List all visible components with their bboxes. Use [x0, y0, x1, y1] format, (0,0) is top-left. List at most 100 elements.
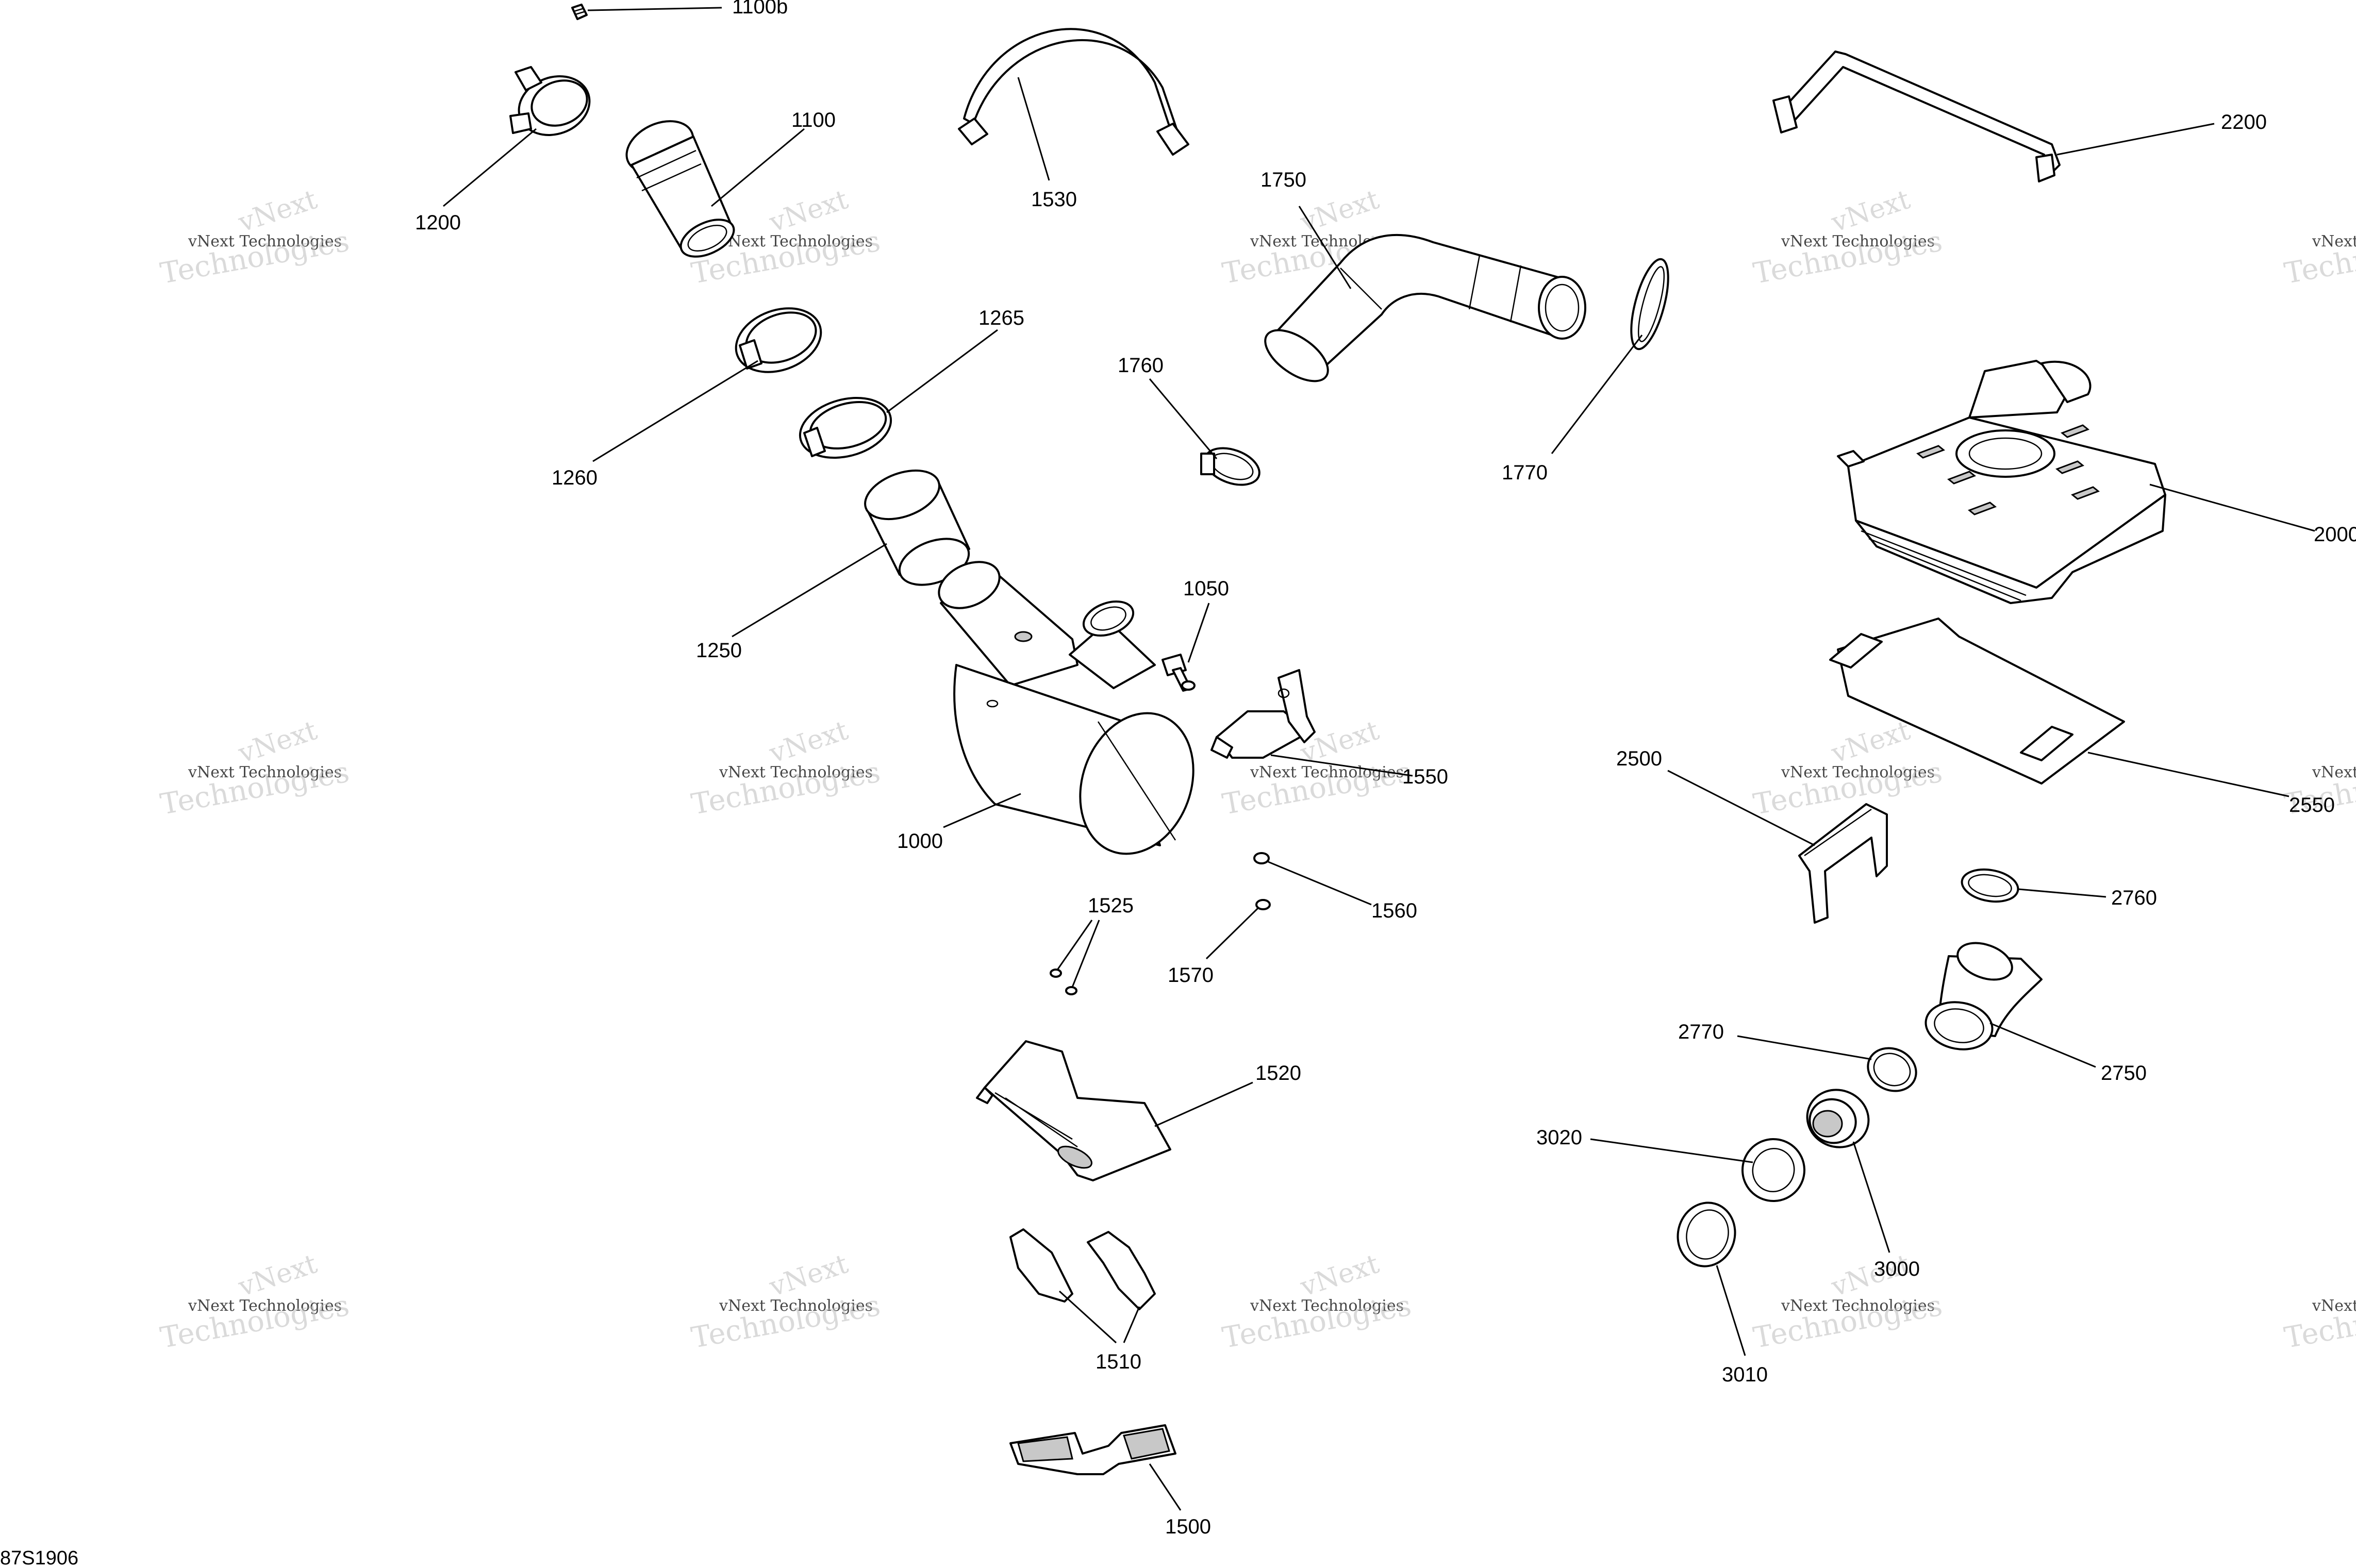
leader-1500	[1149, 1463, 1182, 1511]
leader-1265	[886, 329, 998, 413]
label-1530: 1530	[1031, 188, 1077, 211]
part-1750-bent-pipe	[1264, 233, 1586, 382]
leader-1510-a	[1058, 1290, 1117, 1344]
watermark-line1: vNext Technologies	[719, 1297, 873, 1315]
label-1265: 1265	[978, 307, 1024, 329]
label-1550: 1550	[1402, 765, 1448, 788]
watermark-stamp: vNext	[1828, 715, 1914, 770]
watermark-line1: vNext Technologies	[1781, 1297, 1935, 1315]
part-2550-heat-shield	[1829, 618, 2125, 785]
part-1265-clamp	[799, 396, 892, 459]
part-3020-ring	[1741, 1138, 1805, 1202]
watermark-line1: vNext Technologies	[188, 763, 342, 781]
label-1260: 1260	[552, 466, 598, 489]
diagram-code: 87S1906	[0, 1547, 78, 1568]
watermark-stamp: vNext	[235, 1248, 321, 1303]
leader-1570	[1205, 907, 1259, 960]
label-1520: 1520	[1255, 1062, 1301, 1085]
label-1500: 1500	[1165, 1515, 1211, 1538]
leader-2750	[1989, 1022, 2096, 1068]
part-2000-muffler-box	[1837, 360, 2166, 604]
watermark-stamp: vNext	[1297, 1248, 1383, 1303]
label-1510: 1510	[1096, 1350, 1141, 1373]
leader-1200	[443, 128, 537, 207]
part-1560-nut	[1253, 852, 1270, 864]
label-1760: 1760	[1118, 354, 1164, 377]
watermark-stamp: vNext	[766, 184, 852, 239]
label-1570: 1570	[1168, 964, 1214, 987]
part-1550-bracket	[1210, 669, 1316, 759]
label-2760: 2760	[2111, 887, 2157, 909]
watermark-line1: vNext Technologies	[2312, 763, 2356, 781]
leader-1760	[1149, 378, 1218, 459]
label-1750: 1750	[1260, 169, 1306, 191]
part-3010-ring	[1677, 1202, 1736, 1267]
label-3010: 3010	[1722, 1363, 1768, 1386]
leader-2000	[2149, 483, 2315, 532]
part-1100b-drawing	[571, 4, 588, 20]
leader-3000	[1852, 1141, 1890, 1253]
leader-1750	[1298, 206, 1352, 289]
part-1525-screws	[1050, 969, 1077, 995]
label-2500: 2500	[1616, 747, 1662, 770]
leader-1250	[732, 543, 887, 638]
label-1770: 1770	[1502, 461, 1548, 484]
label-3000: 3000	[1874, 1258, 1920, 1280]
label-1050: 1050	[1183, 577, 1229, 600]
watermark-stamp: vNext	[235, 184, 321, 239]
watermark-stamp: vNext	[1297, 184, 1383, 239]
leader-1550	[1270, 754, 1413, 777]
part-1570-washer	[1255, 899, 1271, 910]
part-2770-clamp	[1867, 1047, 1917, 1092]
leader-1100	[711, 128, 805, 207]
label-2550: 2550	[2289, 794, 2335, 816]
label-1200: 1200	[415, 211, 461, 234]
part-1000-muffler	[938, 561, 1194, 855]
part-1520-shield	[976, 1040, 1171, 1181]
leader-3020	[1590, 1138, 1753, 1163]
watermark-line1: vNext Technologies	[188, 232, 342, 251]
part-1100-tailpipe	[625, 120, 735, 258]
watermark-line1: vNext Technologies	[1781, 763, 1935, 781]
leader-1525-a	[1057, 920, 1093, 970]
label-2000: 2000	[2314, 523, 2356, 546]
label-1250: 1250	[696, 639, 742, 662]
watermark-line1: vNext Technologies	[1250, 1297, 1404, 1315]
watermark-line1: vNext Technologies	[719, 763, 873, 781]
leader-2500	[1667, 770, 1815, 846]
watermark-line1: vNext Technologies	[2312, 232, 2356, 251]
watermark-stamp: vNext	[235, 715, 321, 770]
watermark-stamp: vNext	[766, 1248, 852, 1303]
watermark-line1: vNext Technologies	[188, 1297, 342, 1315]
leader-2550	[2087, 752, 2289, 797]
leader-1525-b	[1071, 920, 1100, 988]
part-3000-fitting	[1806, 1089, 1870, 1148]
part-1770-clamp	[1630, 258, 1669, 351]
part-1510-brackets	[1009, 1228, 1156, 1310]
leader-3010	[1716, 1265, 1746, 1356]
part-2500-bracket	[1798, 803, 1888, 924]
leader-2200	[2056, 123, 2215, 156]
leader-1000	[943, 793, 1021, 828]
part-1260-clamp	[735, 307, 822, 373]
part-1760-clamp	[1200, 447, 1260, 486]
part-1500-heat-pad	[1009, 1424, 1176, 1475]
leader-1260	[592, 360, 758, 462]
watermark-stamp: vNext	[1828, 184, 1914, 239]
label-1000: 1000	[897, 830, 943, 853]
part-labels: 1100b 1100 1200 1530 1750 2200 1265 1260…	[415, 0, 2356, 1538]
label-1100: 1100	[791, 109, 836, 131]
label-2770: 2770	[1678, 1021, 1724, 1043]
leader-1050	[1187, 603, 1210, 663]
part-1530-strap	[958, 28, 1189, 156]
label-1100b: 1100b	[732, 0, 788, 18]
